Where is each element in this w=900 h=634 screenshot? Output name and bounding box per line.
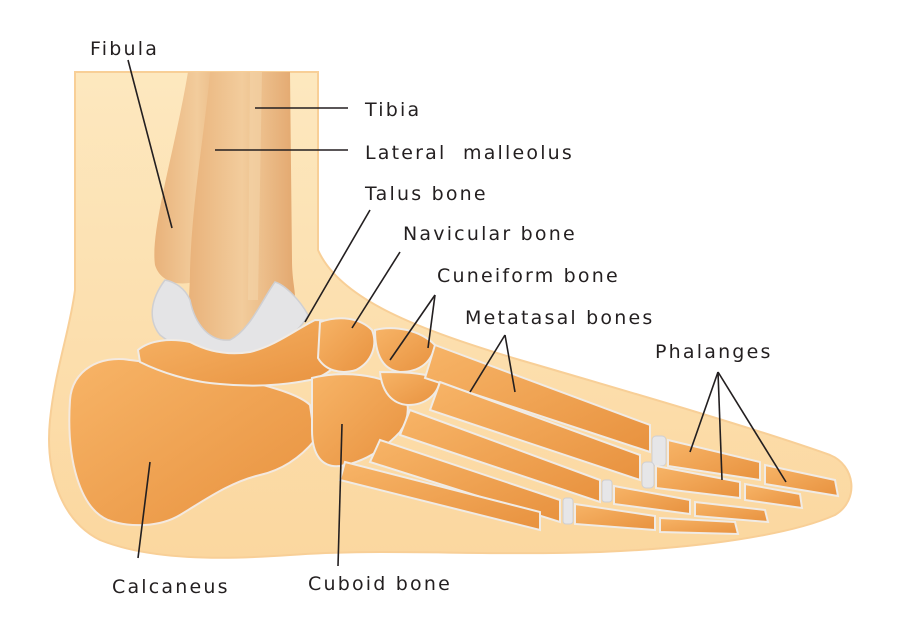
label-calcaneus: Calcaneus: [112, 576, 230, 598]
leader-cuneiform-2: [427, 294, 436, 349]
metatarsal-joint-caps: [562, 435, 667, 525]
leader-navicular: [351, 251, 401, 329]
leader-fibula: [127, 59, 173, 229]
phalanges-bones: [574, 438, 840, 536]
tibia-bone: [188, 72, 296, 355]
label-cuneiform: Cuneiform bone: [437, 265, 620, 287]
cuneiform-bone-2: [378, 370, 442, 407]
leader-lines: [127, 59, 787, 567]
label-cuboid: Cuboid bone: [308, 573, 452, 595]
labels: Fibula Tibia Lateral malleolus Talus bon…: [90, 38, 773, 598]
label-lateral-malleolus: Lateral malleolus: [365, 142, 574, 164]
label-navicular: Navicular bone: [403, 223, 577, 245]
ankle-cartilage: [151, 279, 309, 359]
label-fibula: Fibula: [90, 38, 159, 60]
metatarsal-bones: [338, 343, 651, 532]
label-tibia: Tibia: [364, 99, 421, 121]
leader-cuneiform-1: [389, 294, 436, 361]
navicular-bone: [316, 317, 376, 373]
leader-metatarsal-2: [504, 334, 516, 393]
cuneiform-bone-1: [373, 327, 437, 374]
leader-phalanges-2: [717, 371, 723, 481]
leader-calcaneus: [137, 461, 151, 559]
leader-cuboid: [337, 423, 343, 567]
label-phalanges: Phalanges: [655, 341, 773, 363]
label-talus: Talus bone: [364, 183, 488, 205]
leader-talus: [304, 209, 371, 323]
label-metatarsal: Metatasal bones: [465, 307, 654, 329]
leader-metatarsal-1: [469, 334, 506, 393]
leader-phalanges-1: [689, 371, 719, 453]
leader-phalanges-3: [717, 371, 787, 483]
